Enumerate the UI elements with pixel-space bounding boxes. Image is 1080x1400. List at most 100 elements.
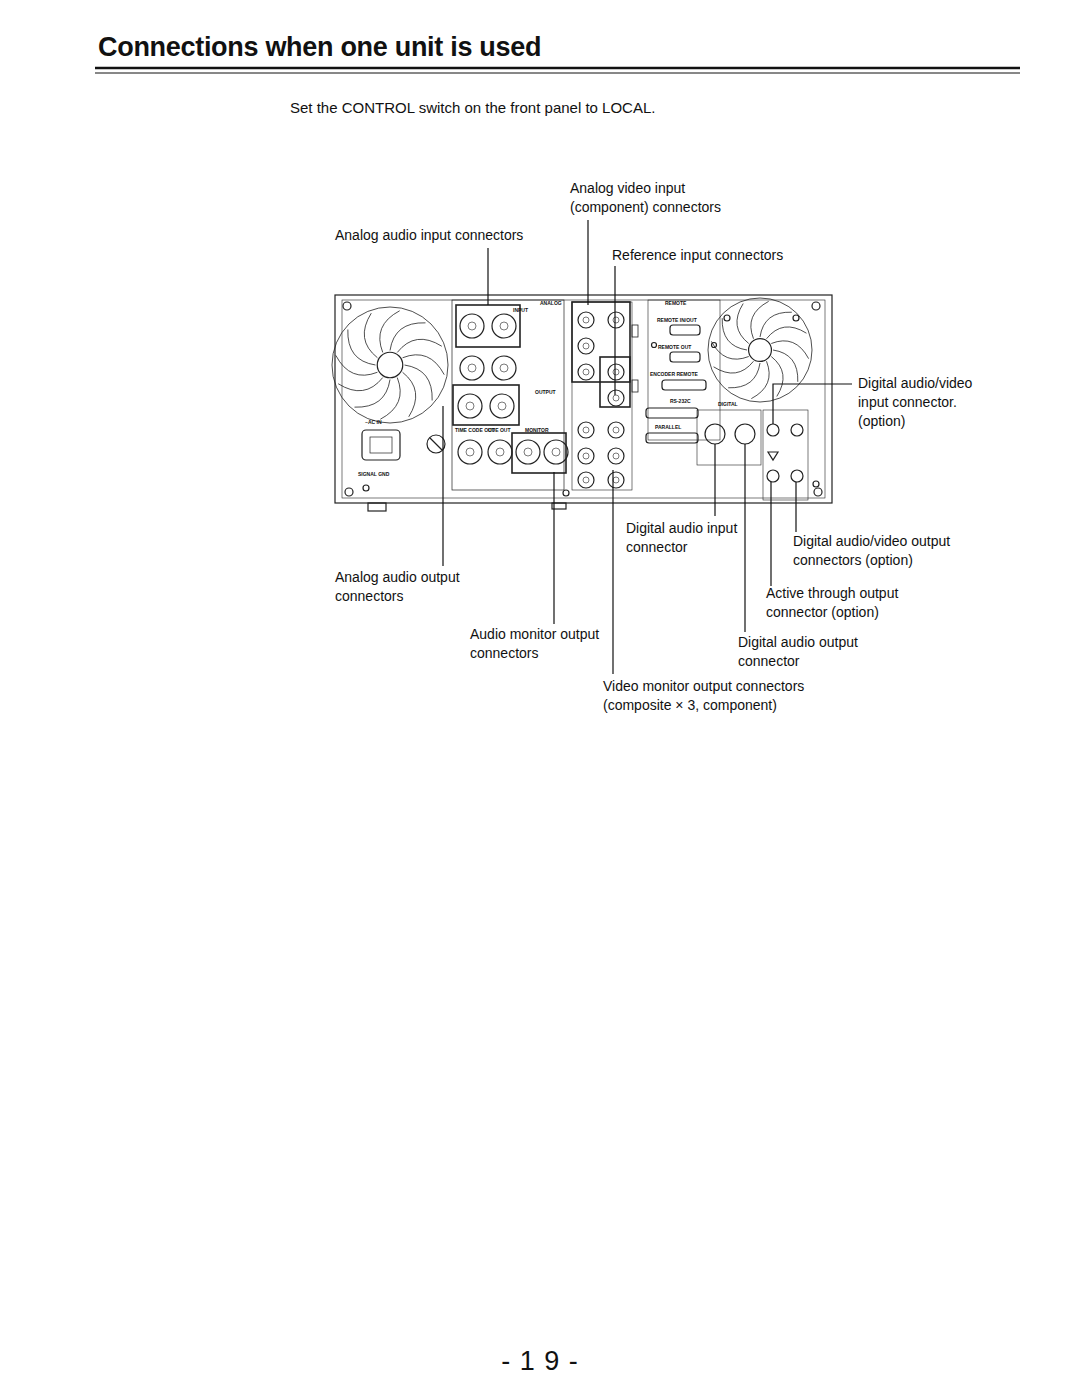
bnc-pin — [613, 369, 619, 375]
title-rule — [95, 68, 1020, 73]
fan-blade — [760, 312, 792, 337]
panel-marking: REMOTE OUT — [658, 345, 691, 350]
panel-marking: SIGNAL GND — [358, 472, 389, 477]
xlr-connectors — [458, 314, 568, 464]
bnc-connectors — [578, 312, 624, 488]
fan-blade — [390, 323, 425, 351]
page-number: - 1 9 - — [440, 1343, 640, 1379]
fan-blade — [773, 350, 798, 382]
bnc-connector — [578, 448, 594, 464]
fan-blade — [722, 318, 747, 350]
xlr-connector — [492, 314, 516, 338]
callout-label: Digital audio/video input connector. (op… — [858, 374, 1006, 431]
xlr-pins — [466, 402, 474, 410]
panel-marking: REMOTE — [665, 301, 686, 306]
xlr-connector — [516, 440, 540, 464]
bnc-pin — [583, 427, 589, 433]
instruction-note: Set the CONTROL switch on the front pane… — [290, 98, 890, 118]
panel-marking: RS-232C — [670, 399, 691, 404]
fan-blade — [711, 341, 748, 359]
panel-marking: MONITOR — [525, 428, 549, 433]
panel-marking: REMOTE IN/OUT — [657, 318, 697, 323]
xlr-connector — [492, 356, 516, 380]
panel-marking: ANALOG — [540, 301, 562, 306]
bnc-connector — [608, 390, 624, 406]
xlr-pins — [524, 448, 532, 456]
panel-marking: OUTPUT — [535, 390, 556, 395]
fan-blade — [751, 361, 769, 398]
fan-blade — [336, 355, 378, 375]
page-title: Connections when one unit is used — [98, 32, 541, 63]
fan-blade — [380, 311, 400, 353]
bnc-pin — [583, 343, 589, 349]
fan-blade — [348, 330, 376, 365]
xlr-connector — [460, 356, 484, 380]
fan-blade — [355, 380, 390, 408]
bnc-connector — [578, 364, 594, 380]
xlr-pins — [498, 402, 506, 410]
bnc-pin — [583, 453, 589, 459]
fan-hub — [377, 352, 403, 378]
xlr-pins — [500, 322, 508, 330]
panel-marking: ENCODER REMOTE — [650, 372, 698, 377]
rear-panel — [332, 295, 832, 511]
bnc-pin — [583, 317, 589, 323]
bnc-connector — [608, 472, 624, 488]
callout-label: Digital audio/video output connectors (o… — [793, 532, 985, 570]
panel-marking: CUE OUT — [488, 428, 511, 433]
fan-blade — [403, 372, 416, 417]
bnc-pin — [613, 317, 619, 323]
xlr-connector — [544, 440, 568, 464]
bnc-pin — [613, 453, 619, 459]
bnc-connector — [578, 312, 594, 328]
bnc-pin — [583, 369, 589, 375]
callout-label: Digital audio input connector — [626, 519, 744, 557]
bnc-pin — [583, 477, 589, 483]
fan-blade — [714, 361, 754, 373]
callout-label: Analog audio output connectors — [335, 568, 487, 606]
bnc-connector — [608, 448, 624, 464]
callout-label: Video monitor output connectors (composi… — [603, 677, 848, 715]
xlr-pins — [496, 448, 504, 456]
callout-label: Active through output connector (option) — [766, 584, 934, 622]
fan-blade — [767, 327, 807, 339]
bnc-connector — [608, 364, 624, 380]
fan-hub — [749, 339, 772, 362]
xlr-pins — [468, 364, 476, 372]
callout-label: Analog video input (component) connector… — [570, 179, 748, 217]
fan-blade — [751, 301, 769, 338]
fan-blade — [364, 313, 377, 358]
panel-marking: ~AC IN — [365, 420, 382, 425]
panel-marking: DIGITAL — [718, 402, 738, 407]
bnc-pin — [613, 427, 619, 433]
callout-label: Audio monitor output connectors — [470, 625, 602, 663]
fan-blade — [380, 378, 400, 420]
xlr-connector — [490, 394, 514, 418]
xlr-connector — [488, 440, 512, 464]
callout-label: Reference input connectors — [612, 246, 832, 265]
fan-blade — [771, 341, 808, 359]
fan-blade — [405, 365, 433, 400]
fan-blades — [336, 311, 444, 419]
panel-marking: PARALLEL — [655, 425, 681, 430]
xlr-pins — [466, 448, 474, 456]
xlr-connector — [458, 440, 482, 464]
xlr-connector — [458, 394, 482, 418]
bnc-connector — [578, 338, 594, 354]
bnc-connector — [608, 422, 624, 438]
bnc-connector — [608, 312, 624, 328]
fan-blade — [397, 339, 442, 352]
fan-blade — [338, 378, 383, 391]
xlr-pins — [500, 364, 508, 372]
callout-label: Analog audio input connectors — [335, 226, 575, 245]
bnc-connector — [578, 422, 594, 438]
xlr-pins — [552, 448, 560, 456]
fan-blade — [403, 355, 445, 375]
callout-label: Digital audio output connector — [738, 633, 886, 671]
bnc-pin — [613, 395, 619, 401]
bnc-connector — [578, 472, 594, 488]
fan-blade — [737, 304, 749, 344]
fan-blade — [728, 363, 760, 388]
bnc-pin — [613, 477, 619, 483]
